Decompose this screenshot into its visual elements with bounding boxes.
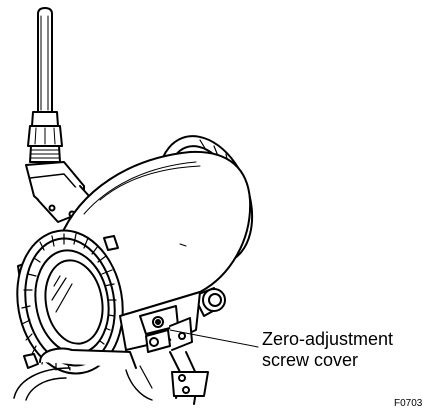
callout-label: Zero-adjustment screw cover xyxy=(262,329,393,371)
antenna xyxy=(25,7,99,223)
conduit-port xyxy=(193,287,226,317)
figure-id: F0703 xyxy=(394,398,423,409)
callout-leader-line xyxy=(169,329,259,348)
lower-body xyxy=(119,291,201,353)
callout-label-line2: screw cover xyxy=(262,350,359,370)
mounting-bracket xyxy=(13,347,209,405)
callout-label-line1: Zero-adjustment xyxy=(262,329,394,349)
